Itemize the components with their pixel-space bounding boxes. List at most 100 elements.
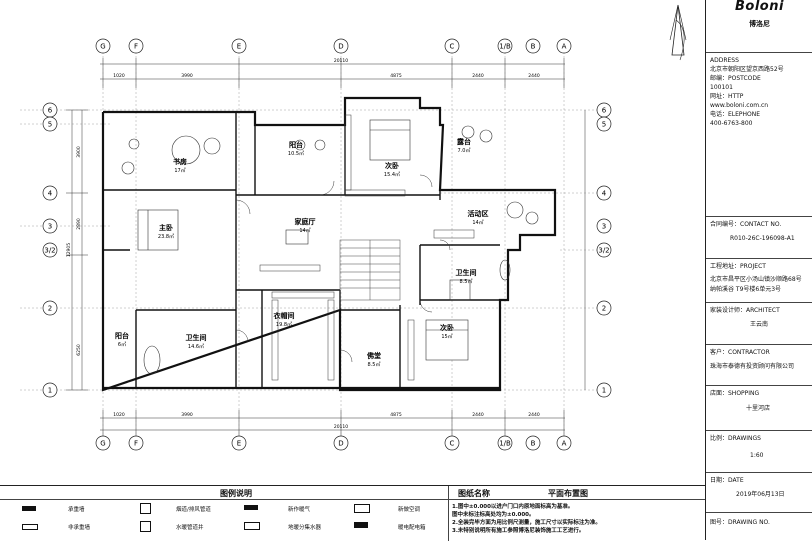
grid-left-3: 3	[42, 218, 58, 234]
grid-right-6: 1	[596, 382, 612, 398]
legend-item-3: 新作暖气	[288, 507, 311, 513]
wardrobes	[259, 114, 475, 381]
grid-left-5-label: 2	[48, 305, 52, 313]
shopping-value: 十里河店	[746, 405, 771, 412]
north-arrow-icon	[669, 4, 687, 61]
dim-left-0: 3900	[76, 146, 82, 158]
legend-item-6: 水暖管道井	[176, 525, 204, 531]
grid-left-4-label: 3/2	[44, 247, 55, 255]
dim-bottom-3: 4875	[390, 412, 402, 418]
grid-top-3: D	[333, 38, 349, 54]
architect-value: 王云南	[750, 321, 769, 328]
room-area-3: 7.0㎡	[458, 147, 471, 154]
grid-left-2-label: 4	[48, 190, 53, 198]
grid-left-6: 1	[42, 382, 58, 398]
dim-bottom-5: 2440	[528, 412, 540, 418]
grid-bottom-5-label: 1/B	[499, 440, 511, 448]
grid-right-3: 3	[596, 218, 612, 234]
grid-top-3-label: D	[338, 43, 343, 51]
dim-left-3: 6250	[76, 344, 82, 356]
date-label: 日期：DATE	[710, 477, 744, 484]
radiator-icon	[244, 505, 258, 510]
room-name-2: 次卧	[385, 161, 399, 170]
contact-value: R010-26C-196098-A1	[730, 235, 795, 242]
legend-item-5: 非承重墙	[68, 525, 91, 531]
grid-left-1: 5	[42, 116, 58, 132]
room-area-8: 19.8㎡	[276, 321, 292, 328]
note-2: 图中未标注标高处均为±0.000。	[452, 512, 535, 518]
grid-top-7: A	[556, 38, 572, 54]
http-label: 网址：HTTP	[710, 93, 744, 100]
grid-bubbles-left: 6 5 4 3 3/2 2 1	[42, 102, 58, 398]
grid-bottom-1: F	[128, 435, 144, 451]
phone-value: 400-6763-800	[710, 120, 753, 127]
drawing-no-label: 图号：DRAWING NO.	[710, 519, 770, 526]
legend-heading: 图例说明	[220, 489, 252, 498]
room-name-11: 佛堂	[366, 351, 381, 360]
exterior-walls	[101, 96, 557, 392]
room-area-6: 23.8㎡	[158, 233, 174, 240]
grid-top-1-label: F	[134, 43, 138, 51]
grid-bottom-4-label: C	[450, 440, 455, 448]
dim-bottom-2: 20110	[334, 424, 348, 430]
room-name-4: 家庭厅	[295, 217, 316, 226]
dim-top-5: 2440	[528, 73, 540, 79]
grid-bottom-1-label: F	[134, 440, 138, 448]
load-bearing-wall-icon	[22, 506, 36, 511]
manifold-icon	[244, 522, 260, 530]
grid-left-3-label: 3	[48, 223, 52, 231]
grid-bottom-2: E	[231, 435, 247, 451]
room-area-10: 14.6㎡	[188, 343, 204, 350]
drawing-name-value: 平面布置图	[548, 489, 588, 498]
grid-bottom-5: 1/B	[497, 435, 513, 451]
grid-right-6-label: 1	[602, 387, 606, 395]
note-1: 1.图中±0.000以进户门口内原地面标高为基准。	[452, 504, 574, 510]
grid-bottom-6-label: B	[531, 440, 536, 448]
grid-right-4-label: 3/2	[598, 247, 609, 255]
beds	[137, 119, 469, 361]
dim-top-1: 3990	[181, 73, 193, 79]
contractor-value: 珠海市泰德有投资顾问有限公司	[710, 363, 795, 370]
grid-top-7-label: A	[562, 43, 567, 51]
shopping-label: 店面：SHOPPING	[710, 390, 760, 397]
architect-label: 家装设计师：ARCHITECT	[710, 307, 780, 314]
room-name-7: 卫生间	[456, 268, 477, 277]
room-area-9: 6㎡	[118, 341, 126, 348]
room-labels: 书房17㎡阳台10.5㎡次卧15.4㎡露台7.0㎡家庭厅14㎡活动区14㎡主卧2…	[115, 137, 489, 368]
dim-top-0: 1020	[113, 73, 125, 79]
flue-icon	[140, 503, 151, 514]
grid-top-0-label: G	[100, 43, 105, 51]
room-name-10: 卫生间	[186, 333, 207, 342]
grid-bottom-4: C	[444, 435, 460, 451]
grid-bottom-6: B	[525, 435, 541, 451]
ac-icon	[354, 504, 370, 513]
grid-axis-lines	[20, 52, 598, 440]
dim-left-2: 12905	[66, 243, 72, 257]
address-value: 北京市朝阳区望京西路52号	[710, 66, 784, 73]
grid-left-0: 6	[42, 102, 58, 118]
room-name-5: 活动区	[468, 209, 489, 218]
door-swings	[235, 174, 451, 363]
grid-right-2: 4	[596, 185, 612, 201]
grid-bottom-0: G	[95, 435, 111, 451]
room-name-3: 露台	[457, 137, 471, 146]
dim-left-1: 2890	[76, 218, 82, 230]
grid-top-0: G	[95, 38, 111, 54]
room-area-4: 14㎡	[299, 227, 310, 234]
grid-bottom-2-label: E	[237, 440, 241, 448]
contractor-label: 客户：CONTRACTOR	[710, 349, 770, 356]
grid-bottom-0-label: G	[100, 440, 105, 448]
grid-right-0: 6	[596, 102, 612, 118]
room-area-12: 15㎡	[441, 333, 452, 340]
note-3: 2.全装完毕方面为用比例尺测量，施工尺寸以实际标注为准。	[452, 520, 601, 526]
room-name-1: 阳台	[289, 140, 303, 149]
drawings-label: 比例：DRAWINGS	[710, 435, 761, 442]
distribution-box-icon	[354, 522, 368, 528]
drawing-name-label: 图纸名称	[458, 489, 490, 498]
grid-top-6-label: B	[531, 43, 536, 51]
interior-walls	[103, 112, 500, 388]
grid-left-1-label: 5	[48, 121, 52, 129]
room-name-9: 阳台	[115, 331, 129, 340]
grid-top-5-label: 1/B	[499, 43, 511, 51]
